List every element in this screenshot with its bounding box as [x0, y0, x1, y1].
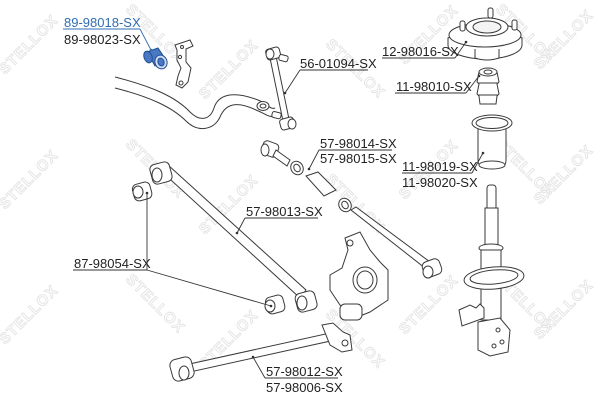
part-label-56-01094-sx[interactable]: 56-01094-SX	[300, 56, 377, 71]
control-arm-bushing	[131, 181, 286, 315]
strut-mount	[447, 7, 523, 61]
lateral-link	[260, 140, 443, 279]
lower-control-arm	[169, 322, 353, 382]
dust-boot	[471, 114, 513, 170]
part-label-57-98006-sx[interactable]: 57-98006-SX	[266, 380, 343, 395]
part-label-89-98018-sx[interactable]: 89-98018-SX	[64, 15, 141, 30]
stabilizer-bar	[114, 76, 276, 129]
part-label-87-98054-sx[interactable]: 87-98054-SX	[74, 256, 151, 271]
part-label-57-98013-sx[interactable]: 57-98013-SX	[246, 204, 323, 219]
part-label-89-98023-sx[interactable]: 89-98023-SX	[64, 32, 141, 47]
part-label-57-98015-sx[interactable]: 57-98015-SX	[320, 151, 397, 166]
stabilizer-link	[265, 46, 297, 131]
part-label-11-98010-sx[interactable]: 11-98010-SX	[396, 79, 472, 94]
knuckle	[329, 231, 389, 321]
stabilizer-bushing-highlight[interactable]	[142, 47, 169, 71]
bump-stop	[476, 67, 500, 105]
trailing-arm	[149, 161, 318, 313]
part-label-11-98020-sx[interactable]: 11-98020-SX	[402, 175, 478, 190]
part-label-11-98019-sx[interactable]: 11-98019-SX	[402, 159, 478, 174]
shock-absorber	[458, 184, 525, 357]
part-label-57-98014-sx[interactable]: 57-98014-SX	[320, 136, 397, 151]
part-label-57-98012-sx[interactable]: 57-98012-SX	[266, 364, 343, 379]
part-label-12-98016-sx[interactable]: 12-98016-SX	[382, 44, 459, 59]
stabilizer-bracket	[174, 39, 194, 89]
leader-lines	[63, 28, 485, 379]
